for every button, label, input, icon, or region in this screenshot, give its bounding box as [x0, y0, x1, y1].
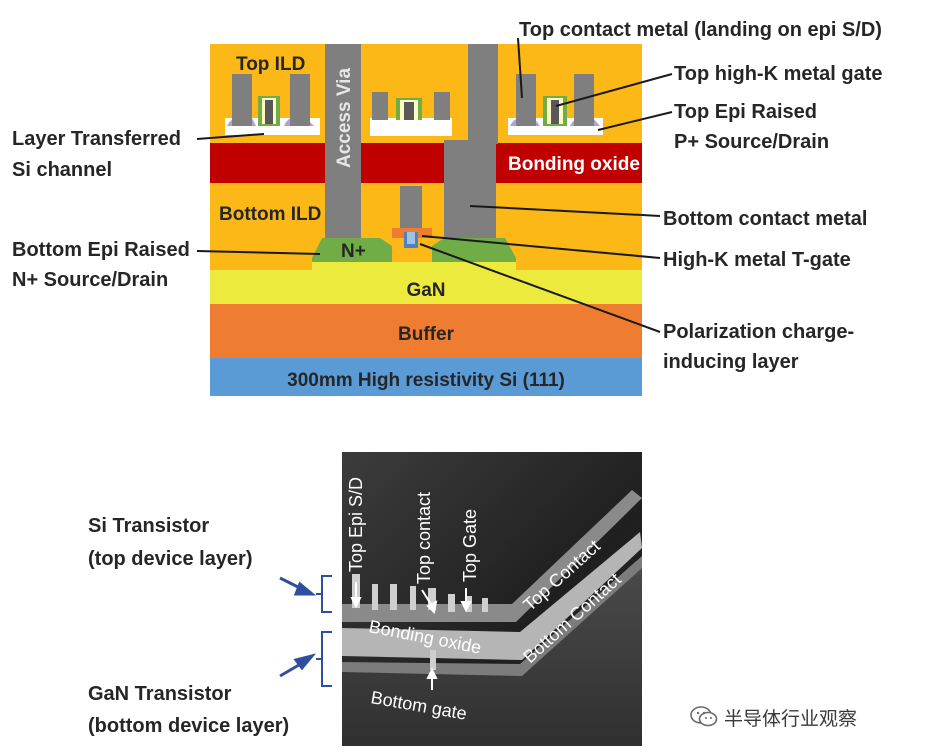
callout-top-high-k-gate: Top high-K metal gate: [674, 63, 883, 85]
access-via-label: Access Via: [334, 68, 355, 168]
bonding-oxide-layer: [210, 143, 642, 183]
tem-blue-arrows: [279, 576, 317, 678]
substrate-layer: [210, 358, 642, 396]
tem-label-top-epi-sd: Top Epi S/D: [346, 477, 366, 572]
right-tall-metal: [468, 44, 498, 144]
leader-lines: [196, 37, 673, 333]
callout-polarization-1: Polarization charge-: [663, 321, 854, 343]
bottom-epi-n-left: [312, 238, 392, 262]
watermark: 半导体行业观察: [690, 702, 857, 732]
substrate-label: 300mm High resistivity Si (111): [287, 370, 565, 391]
bottom-contact-small: [400, 186, 422, 228]
buffer-label: Buffer: [398, 324, 455, 345]
tem-bonding-band: [342, 532, 642, 660]
gan-label: GaN: [406, 280, 445, 301]
wechat-icon: [690, 706, 718, 728]
tem-label-top-gate: Top Gate: [460, 509, 480, 582]
cross-section-diagram: Top ILD Access Via Bonding oxide Bottom …: [12, 19, 883, 396]
callout-top-contact-metal: Top contact metal (landing on epi S/D): [519, 19, 882, 41]
bonding-oxide-label: Bonding oxide: [508, 154, 640, 175]
tem-arrows: [350, 582, 472, 690]
top-transistor-middle: [370, 92, 452, 136]
callout-layer-transferred-1: Layer Transferred: [12, 128, 181, 150]
watermark-text: 半导体行业观察: [724, 707, 858, 730]
top-transistor-right: [508, 74, 603, 135]
tem-label-top-contact: Top contact: [414, 492, 434, 584]
callout-high-k-t-gate: High-K metal T-gate: [663, 249, 851, 271]
tem-brackets: [316, 575, 332, 687]
top-transistor-left: [225, 74, 320, 135]
callout-top-epi-raised-1: Top Epi Raised: [674, 101, 817, 123]
tem-substrate: [342, 566, 642, 746]
callout-layer-transferred-2: Si channel: [12, 159, 112, 181]
top-ild-label: Top ILD: [236, 54, 305, 75]
callout-polarization-2: inducing layer: [663, 351, 799, 373]
bottom-contact-metal: [444, 140, 496, 238]
gan-transistor-label-2: (bottom device layer): [88, 715, 289, 737]
tem-bottom-band: [342, 556, 642, 676]
callout-bottom-contact-metal: Bottom contact metal: [663, 208, 867, 230]
bottom-ild-label: Bottom ILD: [219, 204, 321, 225]
buffer-layer: [210, 304, 642, 358]
channel-strip: [312, 262, 516, 270]
callout-top-epi-raised-2: P+ Source/Drain: [674, 131, 829, 153]
tem-micrograph: Top Epi S/D Top contact Top Gate Bonding…: [342, 452, 642, 746]
tem-side-annotations: Si Transistor (top device layer) GaN Tra…: [88, 515, 332, 737]
access-via: [325, 44, 361, 238]
si-transistor-label-1: Si Transistor: [88, 515, 209, 537]
gan-transistor-label-1: GaN Transistor: [88, 683, 232, 705]
callout-bottom-epi-2: N+ Source/Drain: [12, 269, 168, 291]
si-transistor-label-2: (top device layer): [88, 548, 253, 570]
n-plus-label: N+: [341, 241, 366, 262]
callout-bottom-epi-1: Bottom Epi Raised: [12, 239, 190, 261]
t-gate-core: [407, 232, 415, 244]
bottom-ild-layer: [210, 183, 642, 270]
